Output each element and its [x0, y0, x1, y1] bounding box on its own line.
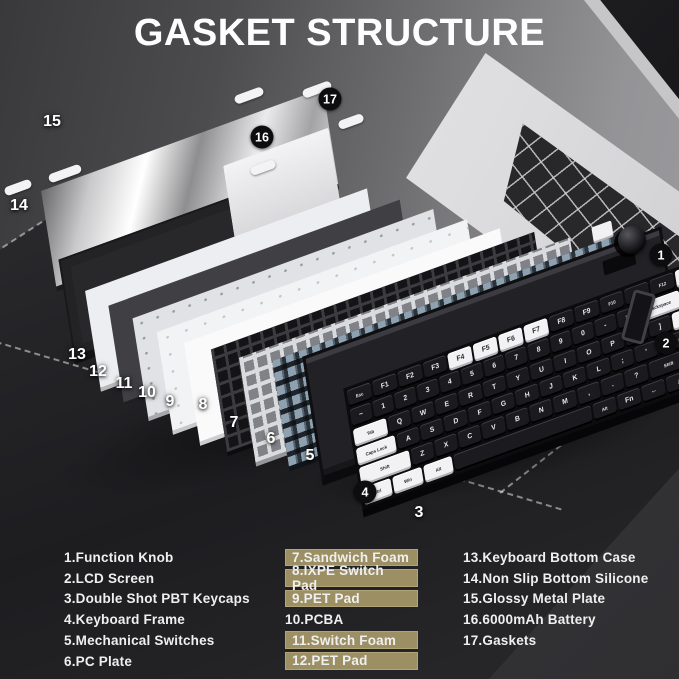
legend-item: 8.IXPE Switch Pad	[285, 563, 418, 593]
callout-16: 16	[250, 125, 274, 149]
callout-8: 8	[198, 396, 208, 413]
legend-column-3: 13.Keyboard Bottom Case 14.Non Slip Botto…	[452, 547, 679, 679]
legend-item: 2.LCD Screen	[64, 570, 155, 586]
legend-item: 14.Non Slip Bottom Silicone	[463, 570, 649, 586]
legend-item: 4.Keyboard Frame	[64, 612, 185, 628]
legend-item: 16.6000mAh Battery	[463, 612, 596, 628]
page-title: GASKET STRUCTURE	[133, 12, 546, 54]
keycap-Del: Del	[674, 262, 679, 289]
legend-item: 10.PCBA	[285, 611, 344, 627]
legend-item: 9.PET Pad	[285, 589, 418, 608]
legend-item: 15.Glossy Metal Plate	[463, 591, 606, 607]
legend-item: 5.Mechanical Switches	[64, 633, 215, 649]
legend-item: 11.Switch Foam	[285, 631, 418, 649]
callout-5: 5	[305, 447, 315, 464]
legend-item: 3.Double Shot PBT Keycaps	[64, 591, 250, 607]
callout-3: 3	[414, 504, 424, 521]
legend-item: 1.Function Knob	[64, 549, 174, 565]
callout-1: 1	[649, 243, 673, 267]
callout-10: 10	[138, 384, 156, 401]
callout-14: 14	[10, 197, 28, 214]
parts-legend: 1.Function Knob 2.LCD Screen 3.Double Shot…	[0, 538, 679, 679]
legend-column-1: 1.Function Knob 2.LCD Screen 3.Double Shot…	[64, 547, 285, 679]
callout-12: 12	[89, 363, 107, 380]
callout-9: 9	[165, 393, 175, 410]
callout-11: 11	[115, 375, 133, 392]
callout-7: 7	[229, 414, 239, 431]
legend-item: 12.PET Pad	[285, 652, 418, 670]
callout-4: 4	[353, 480, 377, 504]
legend-item: 7.Sandwich Foam	[285, 548, 418, 567]
legend-item: 17.Gaskets	[463, 633, 537, 649]
legend-item: 13.Keyboard Bottom Case	[463, 549, 636, 565]
callout-2: 2	[654, 331, 678, 355]
callout-15: 15	[43, 113, 61, 130]
callout-6: 6	[266, 430, 276, 447]
function-knob	[618, 226, 646, 254]
legend-item: 6.PC Plate	[64, 653, 133, 669]
callout-13: 13	[68, 346, 86, 363]
callout-17: 17	[318, 87, 342, 111]
